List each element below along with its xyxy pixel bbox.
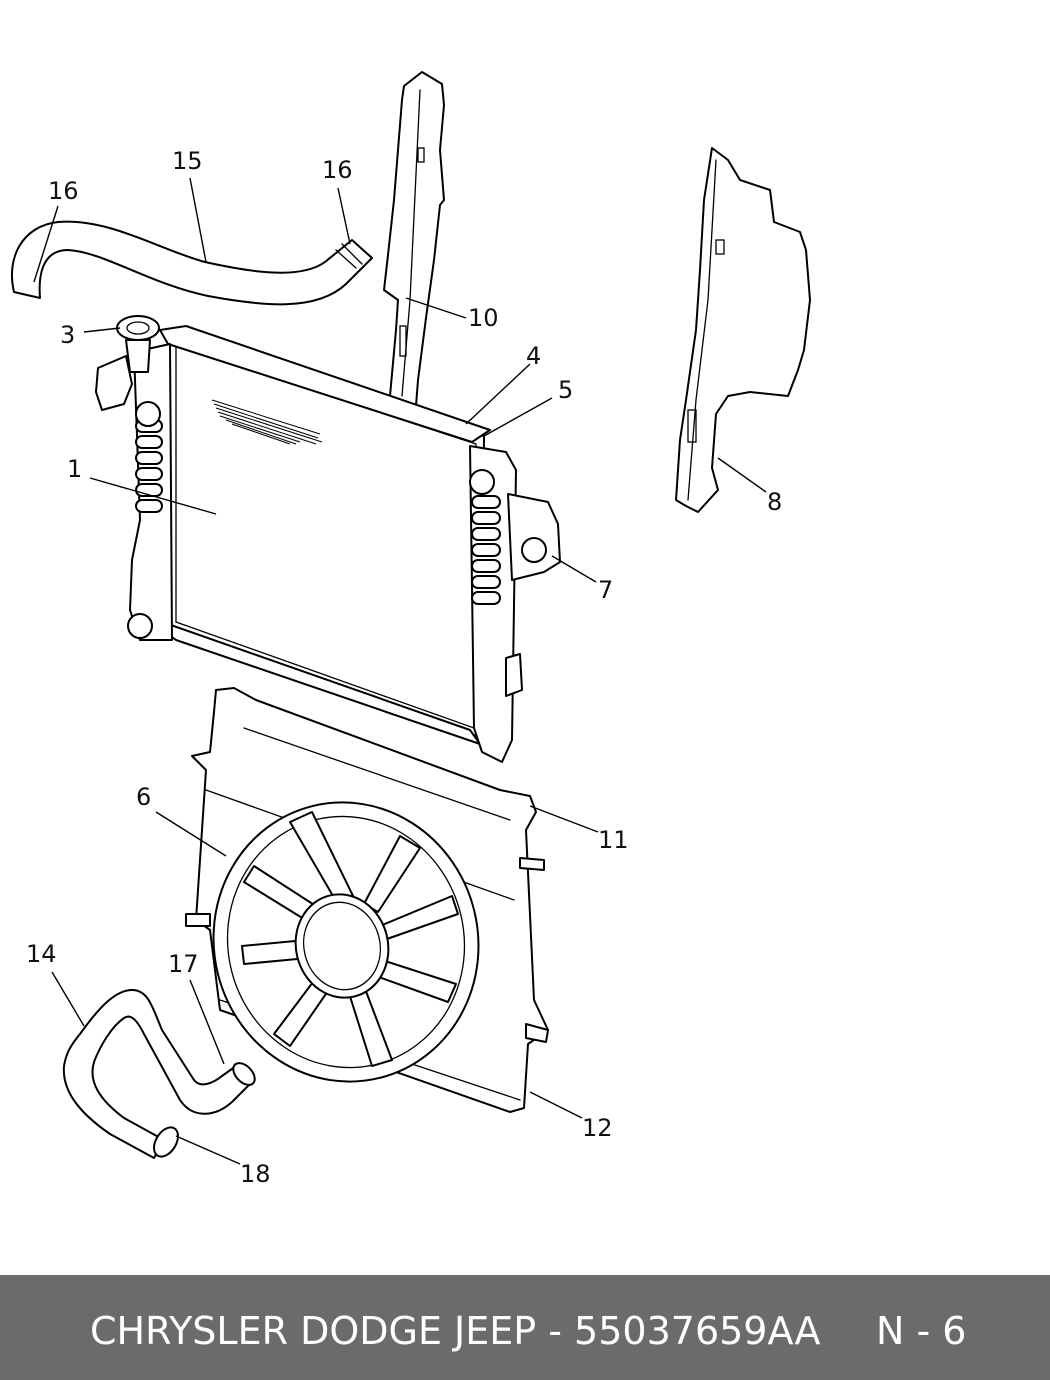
callout-3: 3 <box>60 321 75 349</box>
leader-lines <box>33 177 767 1165</box>
callout-11: 11 <box>598 826 629 854</box>
callout-14: 14 <box>26 940 57 968</box>
footer-page-number: N - 6 <box>876 1309 967 1353</box>
core-hatching <box>211 399 323 445</box>
radiator-cap <box>116 315 160 373</box>
callout-5: 5 <box>558 376 573 404</box>
callout-4: 4 <box>526 342 541 370</box>
fan-blades <box>241 811 459 1067</box>
footer-part-number: CHRYSLER DODGE JEEP - 55037659AA <box>90 1309 821 1353</box>
radiator <box>95 325 561 763</box>
callout-7: 7 <box>598 576 613 604</box>
callout-17: 17 <box>168 950 199 978</box>
callout-16-left: 16 <box>48 177 79 205</box>
callout-16-right: 16 <box>322 156 353 184</box>
air-seal-panel-left <box>383 71 445 407</box>
parts-diagram: 1 3 4 5 6 7 8 10 11 12 14 15 16 16 17 18 <box>10 71 811 1188</box>
callout-18: 18 <box>240 1160 271 1188</box>
lower-radiator-hose <box>62 989 256 1159</box>
cooling-fan <box>212 801 480 1083</box>
callout-6: 6 <box>136 783 151 811</box>
callout-8: 8 <box>767 488 782 516</box>
callout-15: 15 <box>172 147 203 175</box>
air-seal-panel-right <box>675 147 811 513</box>
callout-10: 10 <box>468 304 499 332</box>
upper-radiator-hose <box>10 220 373 306</box>
right-tank-ribs <box>471 495 501 605</box>
callout-numbers: 1 3 4 5 6 7 8 10 11 12 14 15 16 16 17 18 <box>26 147 782 1188</box>
footer-bar: CHRYSLER DODGE JEEP - 55037659AA N - 6 <box>0 1275 1050 1380</box>
callout-1: 1 <box>67 455 82 483</box>
callout-12: 12 <box>582 1114 613 1142</box>
